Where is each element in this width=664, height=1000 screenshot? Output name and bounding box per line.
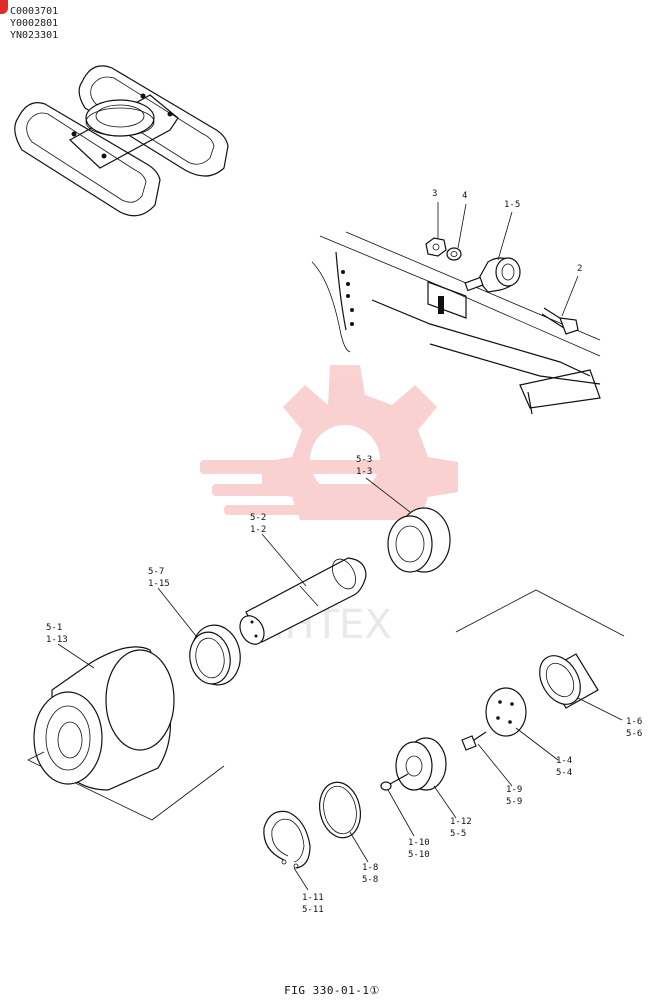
callout-label: 1-2	[250, 525, 266, 535]
callout-2: 2	[577, 264, 582, 274]
callout-5-2: 5-2 1-2	[250, 513, 266, 535]
callout-label: 1-8	[362, 863, 378, 873]
callout-1-11: 1-11 5-11	[302, 893, 324, 915]
callout-label: 5-2	[250, 513, 266, 523]
callout-5-1: 5-1 1-13	[46, 623, 68, 645]
callout-1-10: 1-10 5-10	[408, 838, 430, 860]
cover-part-1-4	[485, 687, 527, 737]
plug-part-1-10	[380, 773, 409, 791]
callout-1-12: 1-12 5-5	[450, 817, 472, 839]
callout-label: 5-6	[626, 729, 642, 739]
callout-label: 5-1	[46, 623, 62, 633]
callout-label: 4	[462, 191, 467, 201]
bracket-part-1-5	[464, 257, 521, 293]
callout-label: 1-13	[46, 635, 68, 645]
callout-label: 1-9	[506, 785, 522, 795]
bushing-part-1-6	[455, 589, 625, 709]
shaft-part-5-2	[239, 557, 367, 645]
callout-5-3: 5-3 1-3	[356, 455, 372, 477]
callout-label: 5-7	[148, 567, 164, 577]
collar-part-5-3	[387, 507, 451, 573]
callout-label: 1-10	[408, 838, 430, 848]
callout-1-8: 1-8 5-8	[362, 863, 378, 885]
screw-part-1-9	[461, 731, 487, 751]
cap-part-1-12	[395, 737, 447, 791]
o-ring-part-1-8	[318, 781, 362, 839]
callout-label: 1-15	[148, 579, 170, 589]
callout-label: 3	[432, 189, 437, 199]
callout-label: 5-11	[302, 905, 324, 915]
callout-1-5: 1-5	[504, 200, 520, 210]
callout-label: 1-12	[450, 817, 472, 827]
callout-label: 5-3	[356, 455, 372, 465]
roller-part-5-1	[27, 646, 225, 821]
model-code: Y0002801	[10, 18, 59, 29]
callout-label: 5-8	[362, 875, 378, 885]
nut-part-3	[425, 237, 447, 257]
corner-marker	[0, 0, 8, 14]
callout-label: 5-4	[556, 768, 572, 778]
callout-1-4: 1-4 5-4	[556, 756, 572, 778]
callout-label: 5-10	[408, 850, 430, 860]
seal-part-5-7	[189, 624, 241, 686]
track-frame-section	[311, 231, 601, 415]
callout-5-7: 5-7 1-15	[148, 567, 170, 589]
model-code: YN023301	[10, 30, 59, 41]
callout-label: 2	[577, 264, 582, 274]
callout-1-6: 1-6 5-6	[626, 717, 642, 739]
callout-label: 5-5	[450, 829, 466, 839]
callout-label: 1-4	[556, 756, 572, 766]
figure-caption: FIG 330-01-1①	[284, 984, 380, 997]
snap-ring-part-1-11	[263, 810, 311, 869]
callout-4: 4	[462, 191, 467, 201]
callout-label: 1-11	[302, 893, 324, 903]
callout-label: 5-9	[506, 797, 522, 807]
callout-3: 3	[432, 189, 437, 199]
callout-label: 1-3	[356, 467, 372, 477]
watermark-gear-icon	[200, 365, 458, 520]
leader-lines	[57, 202, 623, 891]
undercarriage-overview	[14, 65, 229, 217]
washer-part-4	[446, 247, 462, 261]
callout-1-9: 1-9 5-9	[506, 785, 522, 807]
model-codes: C0003701 Y0002801 YN023301	[10, 6, 58, 42]
callout-label: 1-5	[504, 200, 520, 210]
bolt-part-2	[541, 307, 579, 335]
model-code: C0003701	[10, 6, 59, 17]
callout-label: 1-6	[626, 717, 642, 727]
